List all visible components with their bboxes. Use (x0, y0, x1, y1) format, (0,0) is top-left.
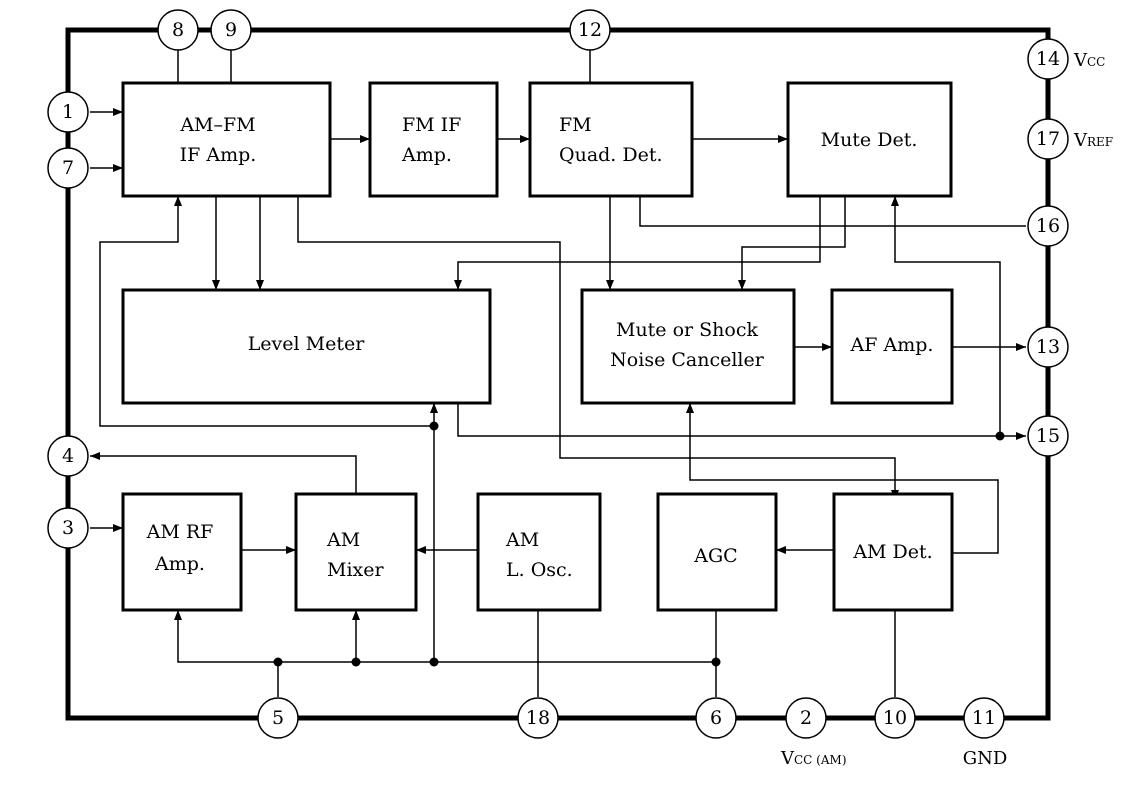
gnd-label: GND (963, 748, 1008, 769)
block-am-rf-amp: AM RF Amp. (121, 492, 243, 612)
block-label-line2: Quad. Det. (559, 144, 663, 166)
block-label: Level Meter (248, 333, 366, 355)
pin-15: 15 (1027, 415, 1069, 457)
pin-17: 17 (1027, 118, 1069, 160)
pin-number: 5 (272, 707, 284, 729)
block-label-line1: FM IF (402, 114, 461, 136)
pin-number: 4 (62, 445, 74, 467)
pin-18: 18 (517, 697, 559, 739)
wire-mixer-to-pin4 (90, 452, 357, 494)
block-mute-or-shock-noise-canceller: Mute or Shock Noise Canceller (580, 288, 796, 405)
block-label-line1: FM (559, 114, 592, 136)
pin-number: 9 (225, 19, 237, 41)
block-am-fm-if-amp: AM–FM IF Amp. (121, 81, 332, 198)
pin-10: 10 (874, 697, 916, 739)
block-fm-quad-det: FM Quad. Det. (528, 81, 694, 198)
junction-dot (429, 421, 439, 431)
pin-number: 7 (62, 157, 74, 179)
block-label-line2: Amp. (401, 144, 452, 166)
pin-6: 6 (695, 697, 737, 739)
block-label-line1: AM–FM (179, 114, 255, 136)
wire-level-to-pin15 (457, 403, 1026, 440)
junction-dot (711, 657, 721, 667)
block-label-line2: IF Amp. (180, 144, 257, 166)
pin-8: 8 (157, 9, 199, 51)
wire-mute-to-noise (738, 196, 846, 290)
pin-13: 13 (1027, 326, 1069, 368)
wire-pin16 (639, 196, 1026, 227)
vcc-am-label: VCC (AM) (780, 748, 847, 769)
block-af-amp: AF Amp. (830, 288, 954, 405)
pin-number: 11 (972, 707, 996, 729)
pin-2: 2 (785, 697, 827, 739)
junction-dot (995, 431, 1005, 441)
pin-number: 15 (1036, 425, 1060, 447)
block-label: AF Amp. (850, 334, 934, 356)
wire-mute-to-level (454, 196, 821, 290)
pin-12: 12 (569, 9, 611, 51)
junction-dot (429, 657, 439, 667)
vcc-label: VCC (1073, 50, 1105, 71)
pin-number: 2 (800, 707, 812, 729)
signal-wires (90, 50, 1026, 697)
pin-16: 16 (1027, 205, 1069, 247)
pin-11: 11 (963, 697, 1005, 739)
pin-number: 13 (1036, 336, 1060, 358)
pin-number: 3 (62, 517, 74, 539)
wire-amdet-to-noise (686, 403, 999, 554)
pin-14: 14 (1027, 38, 1069, 80)
pin-number: 10 (883, 707, 907, 729)
block-label-line2: Noise Canceller (610, 349, 765, 371)
pin-5: 5 (257, 697, 299, 739)
block-label: Mute Det. (821, 129, 918, 151)
wire-amfm-to-amdet (297, 196, 899, 500)
pin-number: 14 (1036, 48, 1060, 70)
wire-bus-to-amfm (99, 196, 434, 427)
block-level-meter: Level Meter (121, 288, 492, 405)
block-am-l-osc: AM L. Osc. (476, 492, 602, 612)
block-fm-if-amp: FM IF Amp. (368, 81, 499, 198)
pin-number: 12 (578, 19, 602, 41)
block-label-line2: Mixer (327, 559, 384, 581)
block-agc: AGC (656, 492, 778, 612)
pin-number: 16 (1036, 215, 1060, 237)
block-label: AM Det. (852, 541, 932, 563)
block-am-mixer: AM Mixer (294, 492, 418, 612)
pin-3: 3 (47, 507, 89, 549)
block-label-line2: Amp. (154, 553, 205, 575)
junction-dot (273, 657, 283, 667)
pin-number: 6 (710, 707, 722, 729)
junction-dot (351, 657, 361, 667)
wire-agc-bus (174, 610, 717, 663)
pin-number: 18 (526, 707, 550, 729)
block-am-det: AM Det. (832, 492, 954, 612)
wire-node15-to-mute (891, 196, 1001, 436)
pin-number: 8 (172, 19, 184, 41)
pin-number: 1 (62, 101, 74, 123)
block-label-line1: Mute or Shock (616, 319, 759, 341)
vref-label: VREF (1073, 130, 1113, 151)
pin-7: 7 (47, 147, 89, 189)
pin-9: 9 (210, 9, 252, 51)
block-label-line1: AM RF (146, 521, 214, 543)
block-label-line1: AM (505, 529, 539, 551)
block-label-line1: AM (326, 529, 360, 551)
pin-4: 4 (47, 435, 89, 477)
pin-1: 1 (47, 91, 89, 133)
junction-dots (273, 421, 1005, 667)
block-label: AGC (693, 545, 737, 567)
pin-number: 17 (1036, 128, 1060, 150)
block-mute-det: Mute Det. (786, 81, 953, 198)
block-label-line2: L. Osc. (506, 559, 573, 581)
